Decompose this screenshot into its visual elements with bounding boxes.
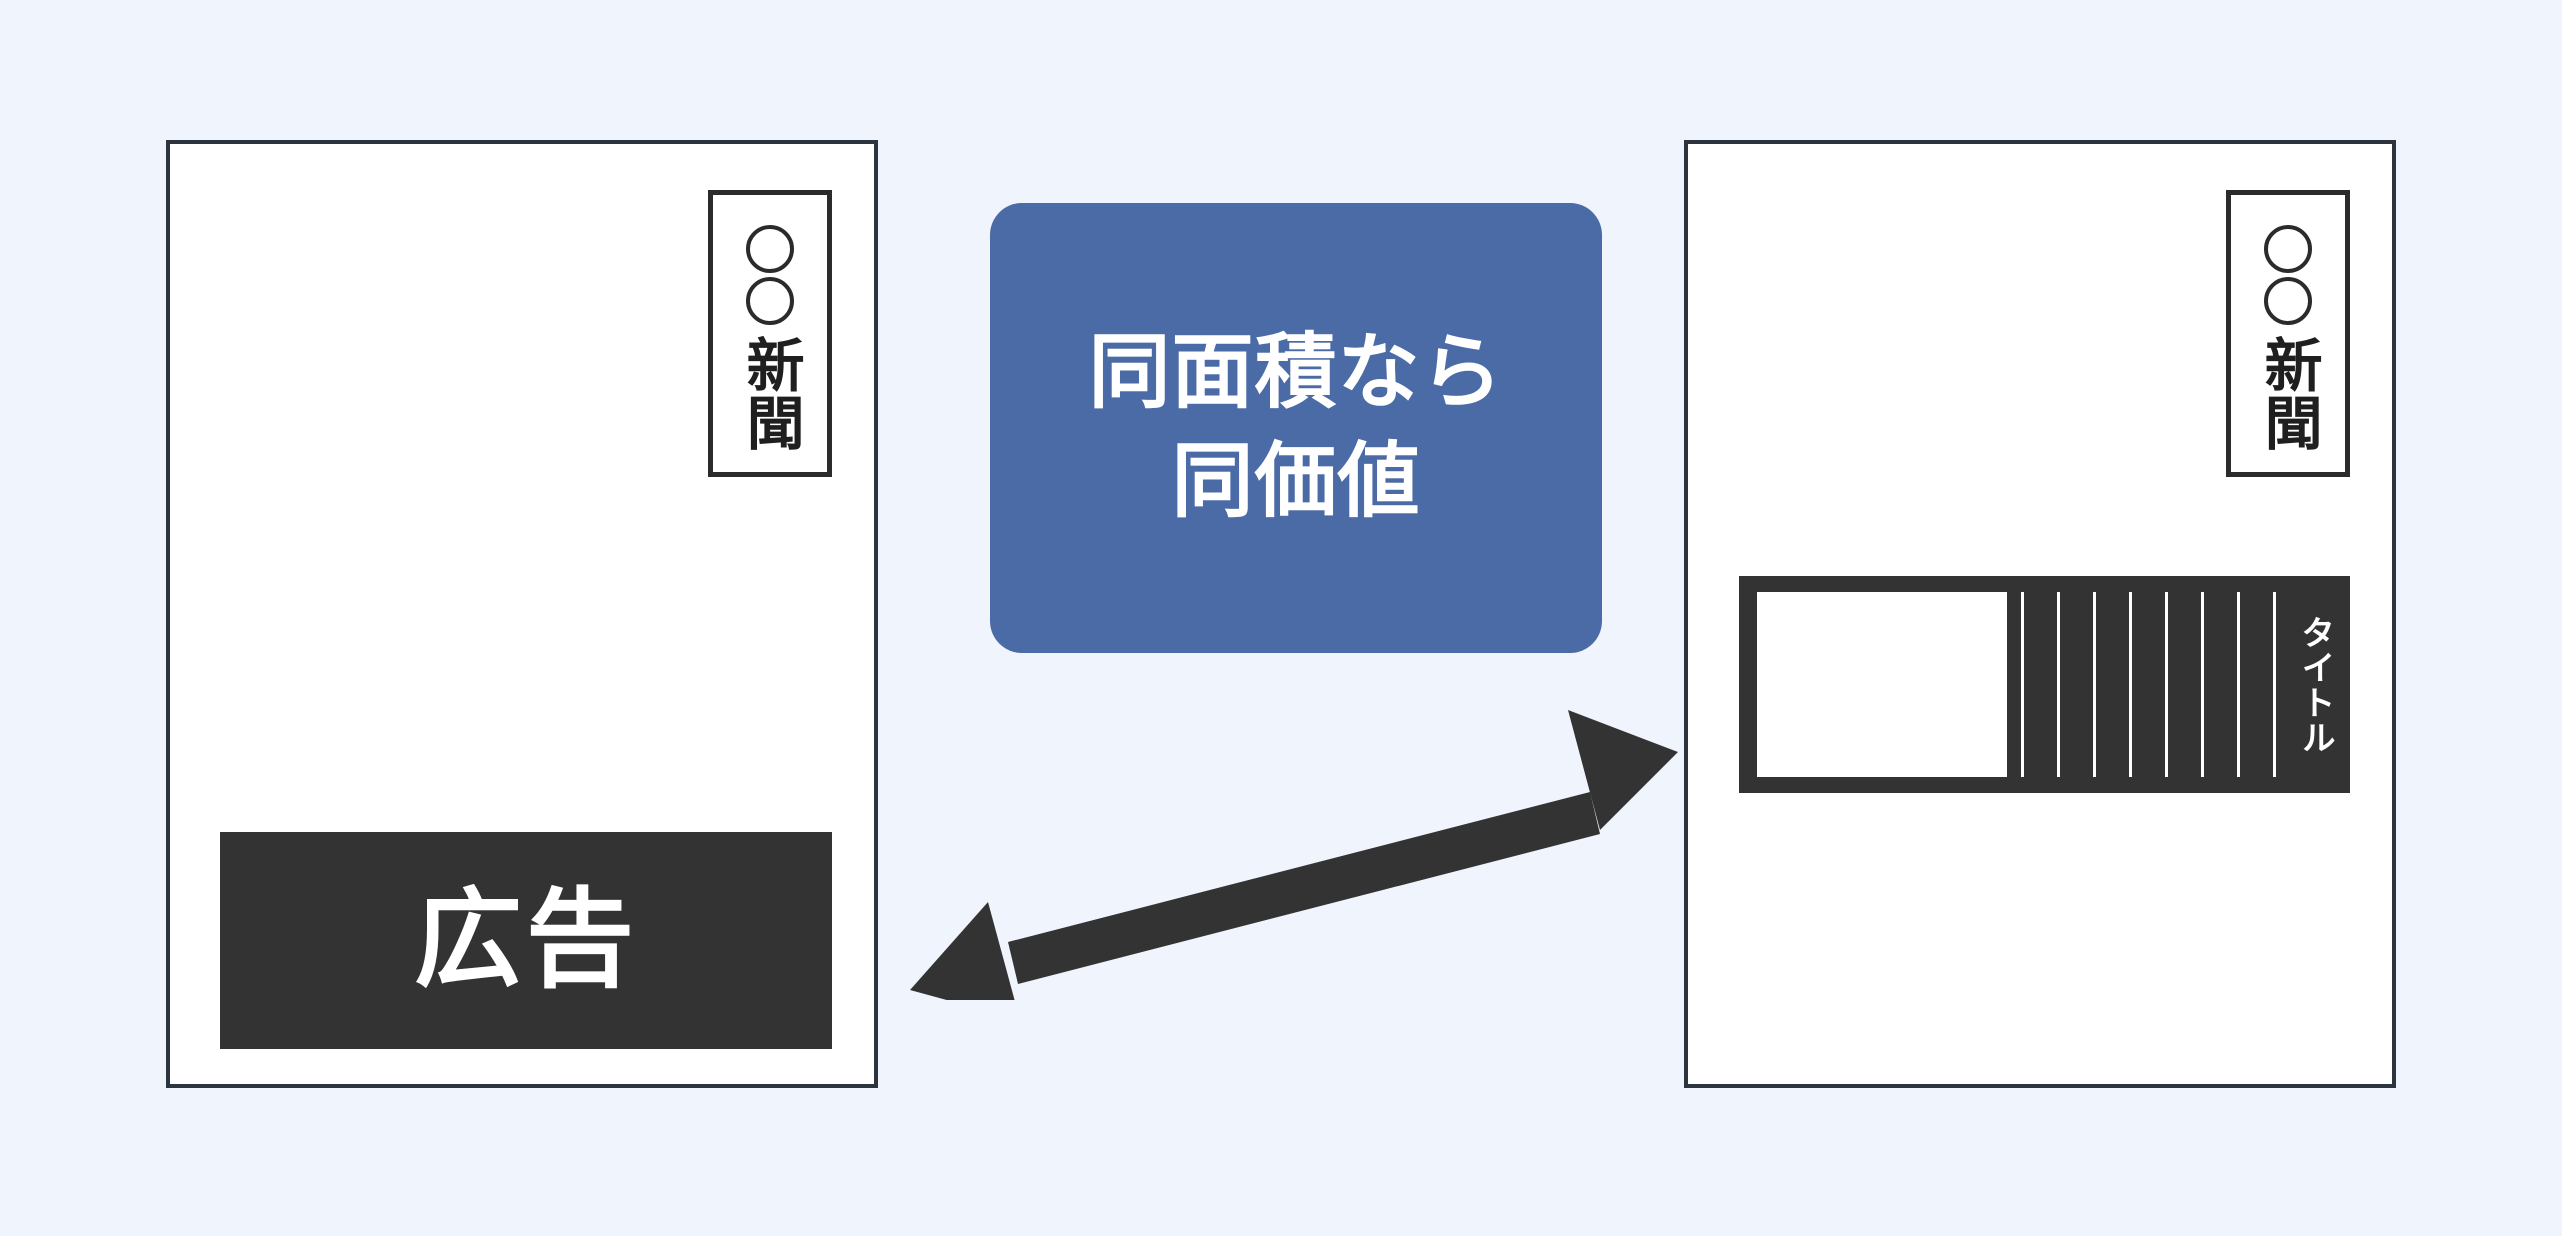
callout-line-1: 同面積なら <box>1088 325 1504 421</box>
article-text-line <box>2129 592 2133 777</box>
masthead-title-right: 新聞 <box>2254 335 2323 451</box>
masthead-title-left: 新聞 <box>736 335 805 451</box>
callout-line-2: 同価値 <box>1171 434 1421 529</box>
advertisement-block: 広告 <box>220 832 832 1049</box>
article-block: タイトル <box>1739 576 2350 793</box>
article-text-line <box>2021 592 2024 777</box>
circle-icon <box>2264 277 2312 325</box>
article-title-label: タイトル <box>2295 614 2335 755</box>
masthead-circles-left <box>746 225 794 325</box>
circle-icon <box>2264 225 2312 273</box>
article-text-line <box>2057 592 2061 777</box>
newspaper-page-right: 新聞 タイトル <box>1684 140 2396 1088</box>
article-text-line <box>2093 592 2097 777</box>
newspaper-page-left: 新聞 広告 <box>166 140 878 1088</box>
double-headed-arrow-icon <box>910 710 1678 1000</box>
article-text-lines <box>2007 592 2286 777</box>
article-text-line <box>2237 592 2241 777</box>
masthead-circles-right <box>2264 225 2312 325</box>
article-photo-placeholder <box>1757 592 2007 777</box>
circle-icon <box>746 225 794 273</box>
article-text-line <box>2165 592 2169 777</box>
masthead-left: 新聞 <box>708 190 832 477</box>
article-text-line <box>2273 592 2277 777</box>
advertisement-label: 広告 <box>413 877 638 1003</box>
masthead-right: 新聞 <box>2226 190 2350 477</box>
article-text-line <box>2201 592 2205 777</box>
equivalence-callout-badge: 同面積なら 同価値 <box>990 203 1602 653</box>
circle-icon <box>746 277 794 325</box>
